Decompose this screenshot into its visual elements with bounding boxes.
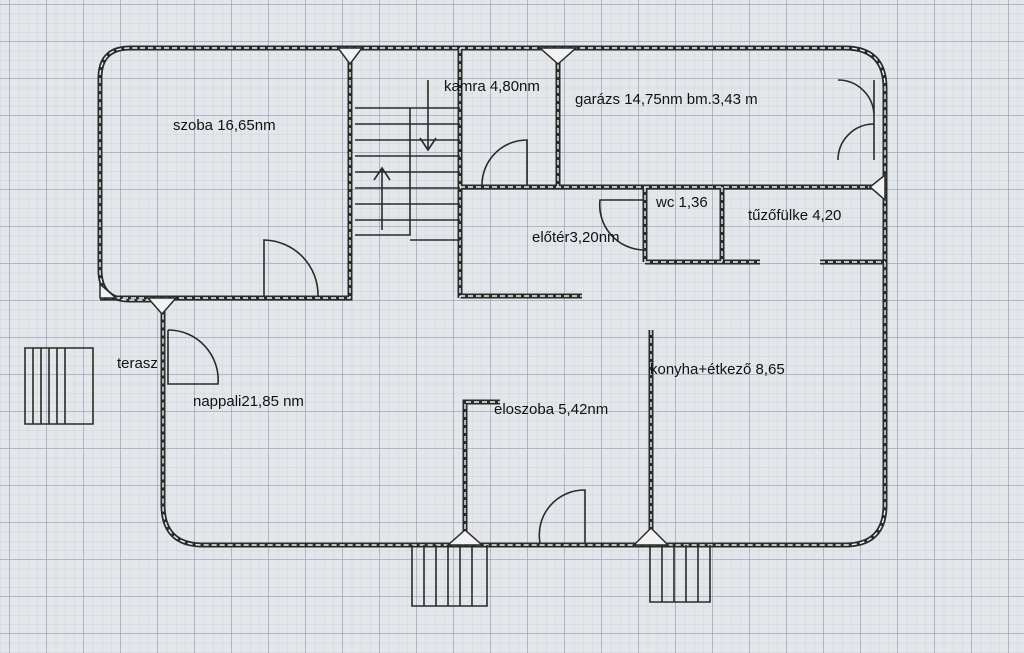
room-label-tuzofulke: tűzőfülke 4,20 <box>748 207 841 224</box>
room-label-wc: wc 1,36 <box>655 194 708 211</box>
doors <box>167 79 875 544</box>
door-garazs <box>837 79 875 161</box>
stairs-up-arrow-icon <box>373 166 391 230</box>
room-label-terasz: terasz <box>117 355 158 372</box>
room-label-kamra: kamra 4,80nm <box>444 78 540 95</box>
room-label-konyha: konyha+étkező 8,65 <box>650 361 785 378</box>
wall-joints <box>99 47 886 546</box>
room-label-nappali: nappali21,85 nm <box>193 393 304 410</box>
room-label-garazs: garázs 14,75nm bm.3,43 m <box>575 91 758 108</box>
wall-hatching <box>99 47 886 546</box>
door-kamra <box>481 139 528 186</box>
door-szoba <box>263 239 319 297</box>
door-terasz <box>167 329 219 385</box>
door-eloszoba <box>538 489 586 544</box>
room-label-szoba: szoba 16,65nm <box>173 117 276 134</box>
room-label-eloszoba: eloszoba 5,42nm <box>494 401 608 418</box>
stairs-down-arrow-icon <box>419 80 437 152</box>
outside-steps <box>24 347 711 607</box>
stairs <box>355 80 460 241</box>
room-label-eloter: előtér3,20nm <box>532 229 620 246</box>
door-eloter <box>598 199 644 251</box>
